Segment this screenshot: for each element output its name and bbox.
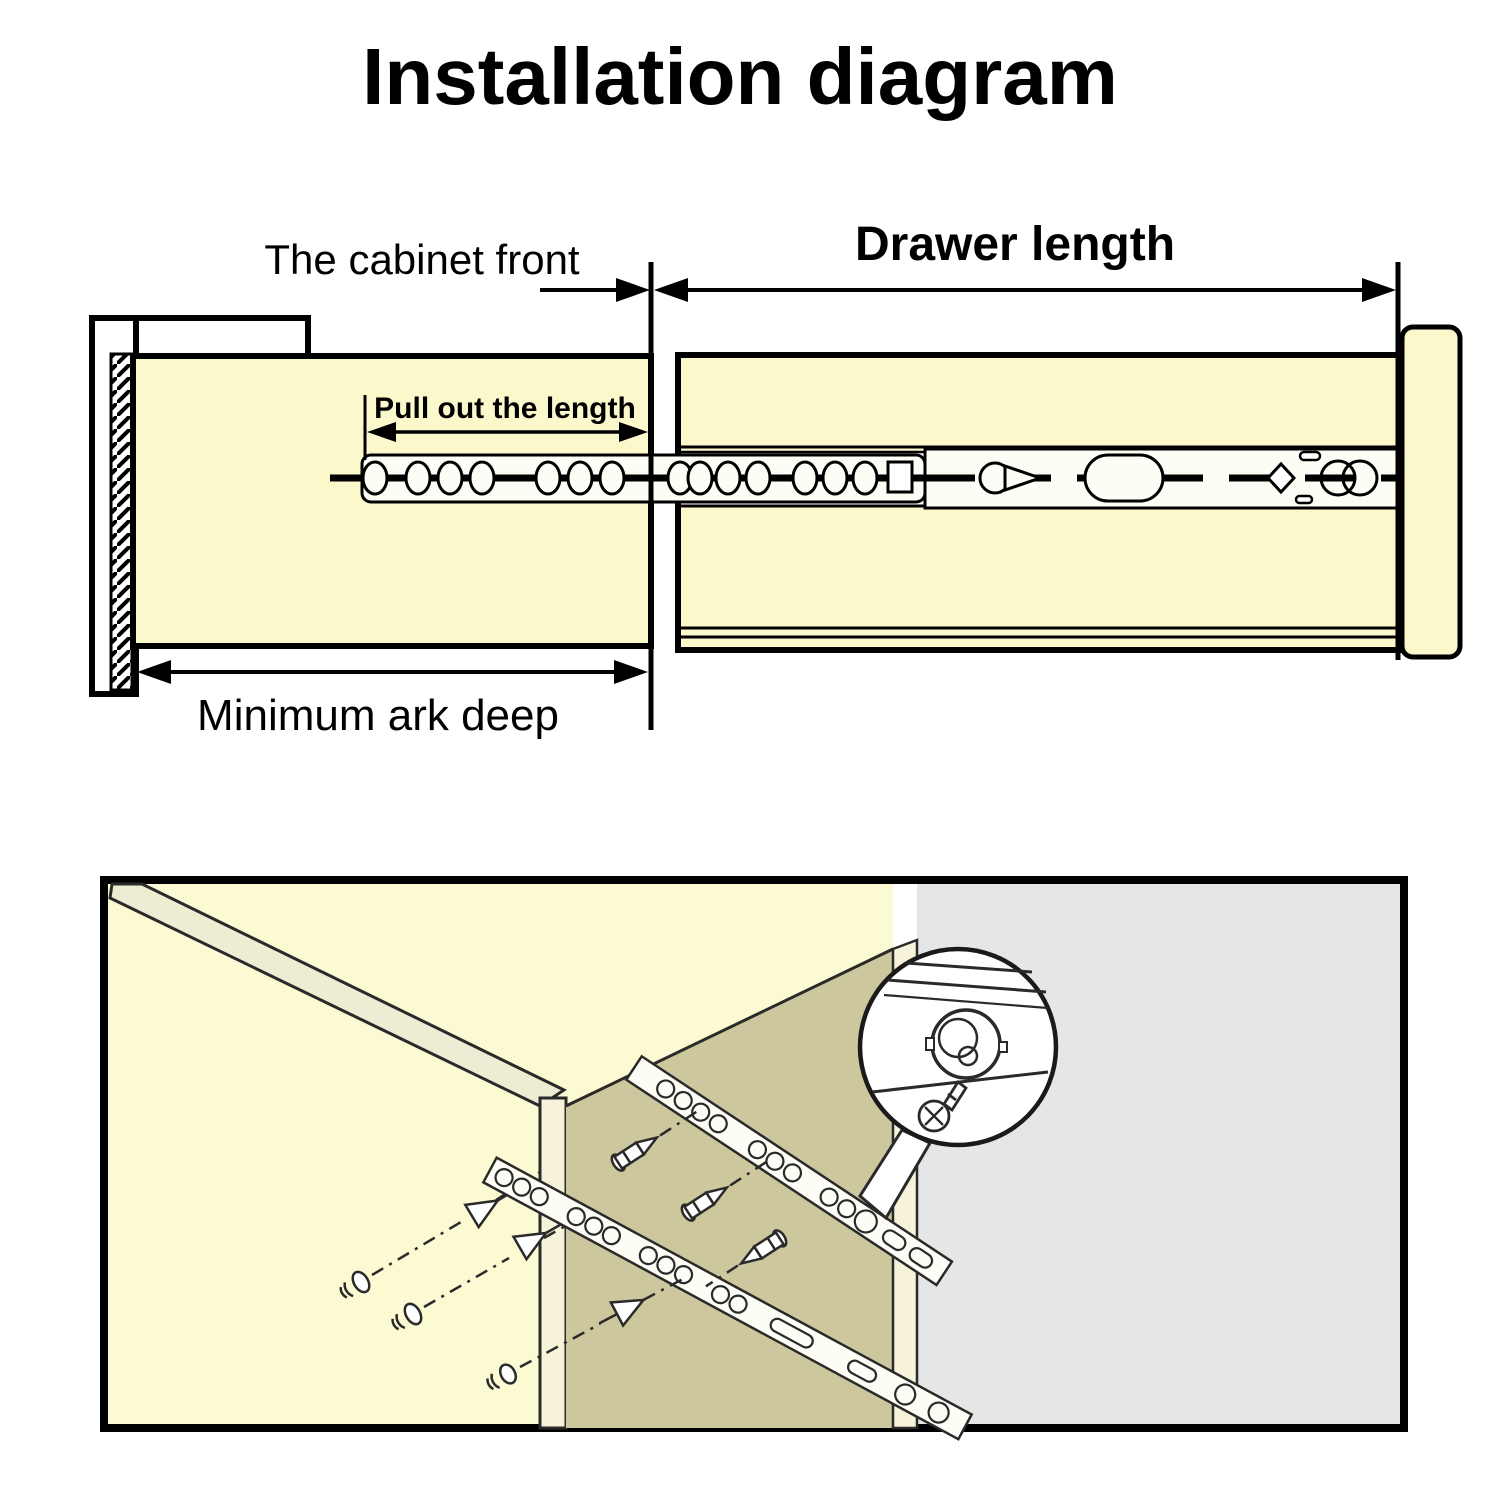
hatched-wall-strip (109, 352, 134, 692)
rail-mounting-holes (361, 460, 914, 496)
lower-illustration (100, 876, 1408, 1441)
oblong-slot (1083, 453, 1165, 503)
cabinet-front-label: The cabinet front (264, 236, 580, 283)
mounting-screws-left (339, 1170, 601, 1391)
magnifier-screw-icon (917, 1079, 968, 1133)
diamond-hole (1265, 461, 1297, 495)
drawer-front-panel (1399, 324, 1463, 660)
page-title: Installation diagram (362, 32, 1118, 121)
screw-head-icon (391, 1302, 423, 1331)
minimum-depth-dimension: Minimum ark deep (137, 660, 648, 740)
countersunk-screw-icon (598, 1275, 689, 1328)
drawer-rail-features (978, 450, 1379, 505)
upper-diagram: The cabinet front Drawer length Pull out… (89, 218, 1463, 740)
screw-head-icon (486, 1363, 518, 1391)
minimum-depth-label: Minimum ark deep (197, 691, 559, 740)
cabinet-front-dimension: The cabinet front (264, 236, 650, 302)
pan-screw-icon (680, 1158, 772, 1222)
cabinet-back-wall (89, 315, 311, 697)
drawer-length-dimension: Drawer length (654, 218, 1396, 302)
latch-pointer (1003, 463, 1045, 493)
pan-screw-icon (705, 1229, 788, 1288)
screw-hole-detail-magnifier (857, 946, 1059, 1148)
rail-square-hole (886, 460, 914, 494)
mounting-screws-panel (598, 1110, 788, 1328)
drawer-slide-with-holes-lower (481, 1155, 974, 1441)
drawer-slide-with-holes-upper (624, 1054, 954, 1287)
pull-out-length-label: Pull out the length (374, 392, 636, 425)
pan-screw-icon (610, 1110, 698, 1172)
drawer-length-label: Drawer length (855, 218, 1175, 271)
screw-head-icon (339, 1270, 371, 1299)
pull-out-length-dimension: Pull out the length (363, 392, 648, 460)
cabinet-corner-post (538, 1096, 568, 1430)
